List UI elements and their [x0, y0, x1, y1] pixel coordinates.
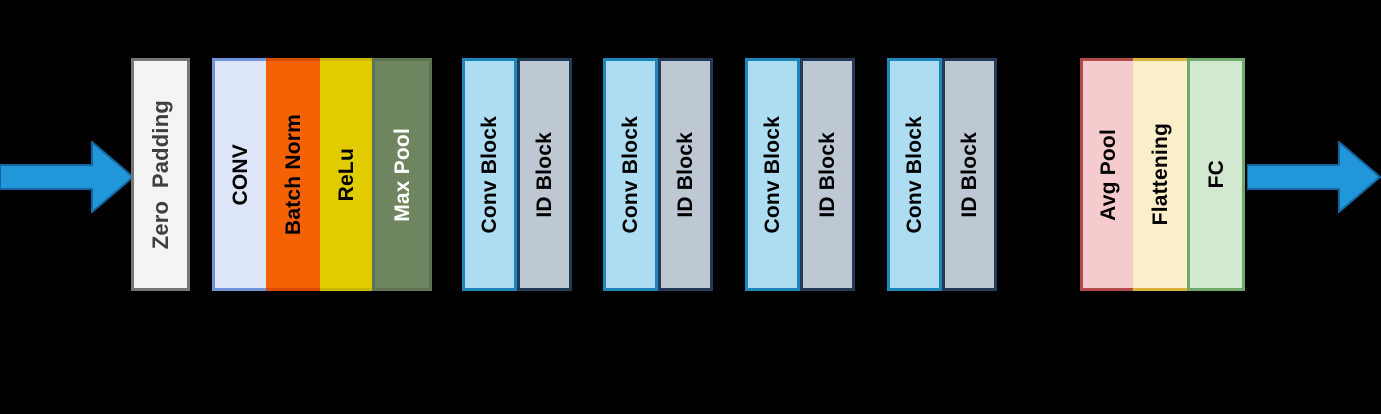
layer-fc-label: FC [1204, 160, 1228, 189]
layer-id-block-1: ID Block [517, 58, 572, 291]
stage-residual-2: Conv Block ID Block [603, 58, 713, 291]
layer-conv-block-1-label: Conv Block [478, 115, 501, 234]
layer-id-block-3-label: ID Block [816, 131, 839, 218]
layer-avg-pool: Avg Pool [1080, 58, 1133, 291]
input-arrow [0, 141, 134, 213]
layer-conv-block-3: Conv Block [745, 58, 800, 291]
layer-conv-block-4-label: Conv Block [903, 115, 926, 234]
layer-flattening-label: Flattening [1148, 123, 1172, 226]
layer-relu-label: ReLu [334, 147, 358, 202]
layer-max-pool-label: Max Pool [390, 127, 414, 222]
layer-relu: ReLu [320, 58, 372, 291]
layer-zero-padding-label: Zero Padding [147, 99, 173, 250]
layer-conv-label: CONV [229, 143, 252, 206]
layer-conv-block-4: Conv Block [887, 58, 942, 291]
stage-residual-4: Conv Block ID Block [887, 58, 997, 291]
layer-batch-norm: Batch Norm [266, 58, 320, 291]
layer-conv-block-3-label: Conv Block [761, 115, 784, 234]
stage-zero-padding: Zero Padding [131, 58, 190, 291]
stage-residual-3: Conv Block ID Block [745, 58, 855, 291]
layer-fc: FC [1187, 58, 1245, 291]
layer-id-block-2-label: ID Block [674, 131, 697, 218]
stage-head: Avg Pool Flattening FC [1080, 58, 1245, 291]
layer-id-block-4-label: ID Block [958, 131, 981, 218]
stage-residual-1: Conv Block ID Block [462, 58, 572, 291]
layer-conv-block-2-label: Conv Block [619, 115, 642, 234]
layer-conv: CONV [212, 58, 266, 291]
output-arrow [1247, 141, 1381, 213]
layer-zero-padding: Zero Padding [131, 58, 190, 291]
layer-avg-pool-label: Avg Pool [1096, 128, 1120, 221]
layer-id-block-2: ID Block [658, 58, 713, 291]
layer-max-pool: Max Pool [372, 58, 432, 291]
layer-batch-norm-label: Batch Norm [281, 113, 305, 236]
stage-stem: CONV Batch Norm ReLu Max Pool [212, 58, 432, 291]
layer-id-block-1-label: ID Block [533, 131, 556, 218]
layer-id-block-3: ID Block [800, 58, 855, 291]
layer-flattening: Flattening [1133, 58, 1187, 291]
layer-conv-block-2: Conv Block [603, 58, 658, 291]
layer-conv-block-1: Conv Block [462, 58, 517, 291]
layer-id-block-4: ID Block [942, 58, 997, 291]
